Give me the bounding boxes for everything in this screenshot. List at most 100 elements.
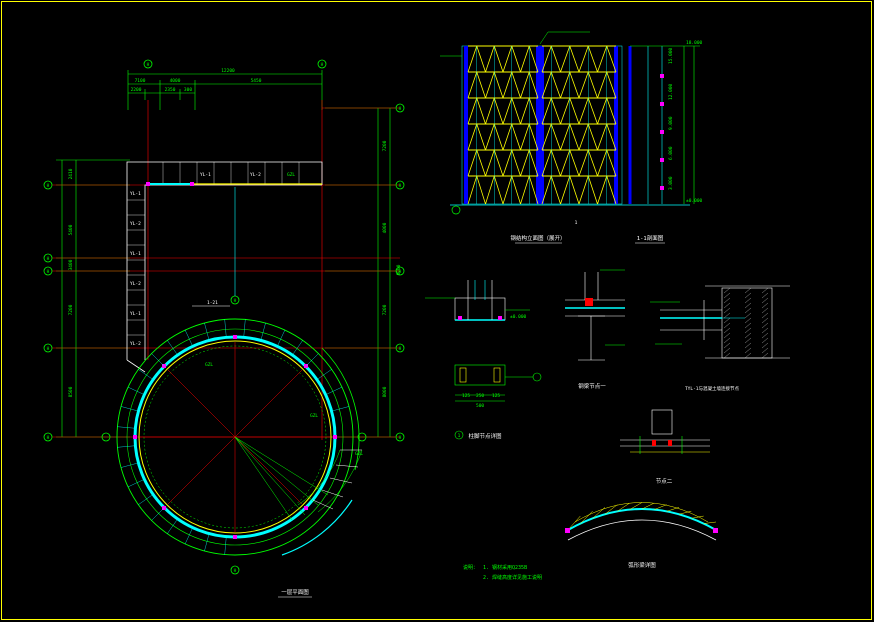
truss-diagonal	[606, 71, 617, 99]
ring-cell-divider	[305, 353, 319, 367]
arc-web-diagonal	[678, 510, 692, 515]
hatch-line	[723, 322, 731, 329]
arc-web-diagonal	[617, 502, 630, 512]
truss-diagonal	[578, 123, 589, 151]
grid-bubble-inner-left	[101, 432, 111, 442]
truss-diagonal	[541, 149, 552, 177]
stair-radials	[234, 436, 329, 521]
arc-web-diagonal	[567, 515, 581, 531]
grid-bubble-bottom	[230, 565, 240, 575]
truss-diagonal	[511, 123, 521, 151]
wing-tag-6: YL-2	[130, 341, 141, 347]
ring-cell-divider	[243, 319, 246, 338]
elevation-leader-top	[539, 31, 549, 45]
hatch-line	[761, 297, 769, 304]
ring-labels: GZL GZL GZL	[205, 362, 363, 457]
level-mark-4: 6.000	[668, 146, 674, 160]
truss-diagonal	[520, 175, 530, 205]
wing-tag-1: YL-1	[130, 191, 141, 197]
truss-columns	[464, 46, 618, 204]
dim-top-mid: 4000	[170, 78, 181, 84]
arc-web-diagonal	[580, 510, 593, 524]
truss-diagonal	[520, 123, 530, 151]
notes-label: 说明：	[463, 565, 479, 571]
wing-tag-4: YL-2	[130, 281, 141, 287]
grid-bubble-left-4	[43, 343, 53, 353]
truss-diagonal	[476, 45, 486, 73]
hatch-line	[723, 337, 731, 344]
grid-bubble-top-2	[317, 59, 327, 69]
detail1-dim-2: 250	[476, 393, 484, 399]
notes-line-1: 1. 钢材采用Q235B	[483, 565, 528, 571]
level-mark-3: 9.000	[668, 116, 674, 130]
dim-left-4: 7200	[68, 304, 74, 315]
truss-diagonal	[597, 97, 608, 125]
truss-diagonal	[550, 71, 561, 99]
truss-diagonal	[560, 97, 571, 125]
hatch-line	[761, 337, 769, 344]
floor-plan: 12200 5450 7100 4000 2200 2350 300 2410 …	[43, 59, 405, 598]
grid-bubble-right-3	[395, 266, 405, 276]
grid-label-top-2: H	[321, 62, 324, 68]
hatch-line	[761, 307, 769, 314]
hatch-line	[744, 287, 752, 294]
hatch-line	[723, 352, 731, 359]
truss-diagonal	[476, 175, 486, 205]
truss-diagonal	[493, 149, 504, 177]
ring-cells	[117, 319, 350, 555]
hatch-line	[744, 337, 752, 344]
plan-grid-labels: H H H H H H H H H H H H H H	[47, 62, 402, 574]
level-mark-5: 3.000	[668, 176, 674, 190]
right-outer-arc	[321, 347, 360, 471]
ring-cell-divider	[184, 527, 193, 545]
truss-diagonal	[520, 97, 530, 125]
hatch-line	[723, 317, 731, 324]
truss-diagonal	[485, 175, 495, 205]
detail4-title: TYL-1与混凝土墙连接节点	[685, 385, 740, 392]
ring-cell-divider	[224, 319, 227, 338]
dim-overall-top: 12200	[221, 68, 235, 74]
hatch-line	[744, 347, 752, 354]
canopy-arc	[281, 499, 353, 556]
detail5-title: 弧形梁详图	[628, 561, 656, 569]
truss-column	[536, 46, 540, 204]
truss-diagonal	[467, 97, 478, 125]
hatch-line	[723, 292, 731, 299]
truss-diagonal	[476, 71, 486, 99]
ring-cell-divider	[184, 329, 193, 347]
grid-label-right-5: H	[399, 435, 402, 441]
truss-diagonal	[578, 149, 589, 177]
outer-ring-outer	[116, 318, 354, 556]
grid-label-left-4: H	[47, 346, 50, 352]
truss-diagonal	[569, 123, 580, 151]
hatch-line	[744, 352, 752, 359]
hatch-line	[744, 332, 752, 339]
detail1-dim-3: 125	[492, 393, 500, 399]
truss-diagonal	[560, 123, 571, 151]
hatch-line	[744, 327, 752, 334]
elevation-title-left: 钢结构立面图（展开）	[510, 234, 565, 242]
truss-diagonal	[520, 71, 530, 99]
detail-wall-connection	[650, 285, 790, 359]
ring-cell-divider	[292, 340, 303, 356]
hatch-line	[744, 307, 752, 314]
hatch-line	[723, 327, 731, 334]
grid-bubble-right-2	[395, 180, 405, 190]
wing-tag-3: YL-1	[130, 251, 141, 257]
hatch-line	[761, 352, 769, 359]
wing-column-node-2	[190, 182, 194, 186]
truss-diagonal	[541, 175, 552, 205]
hatch-line	[761, 302, 769, 309]
grid-label-center: H	[234, 298, 237, 304]
ring-cell-divider	[138, 369, 154, 380]
grid-bubble-right-1	[395, 103, 405, 113]
wing-tag-2: YL-2	[130, 221, 141, 227]
outer-ring-inner	[126, 328, 344, 546]
hatch-line	[744, 292, 752, 299]
hatch-line	[744, 312, 752, 319]
detail-column-base	[425, 280, 542, 440]
ring-label-2: GZL	[310, 413, 318, 419]
plan-grid-bubbles	[43, 59, 405, 575]
